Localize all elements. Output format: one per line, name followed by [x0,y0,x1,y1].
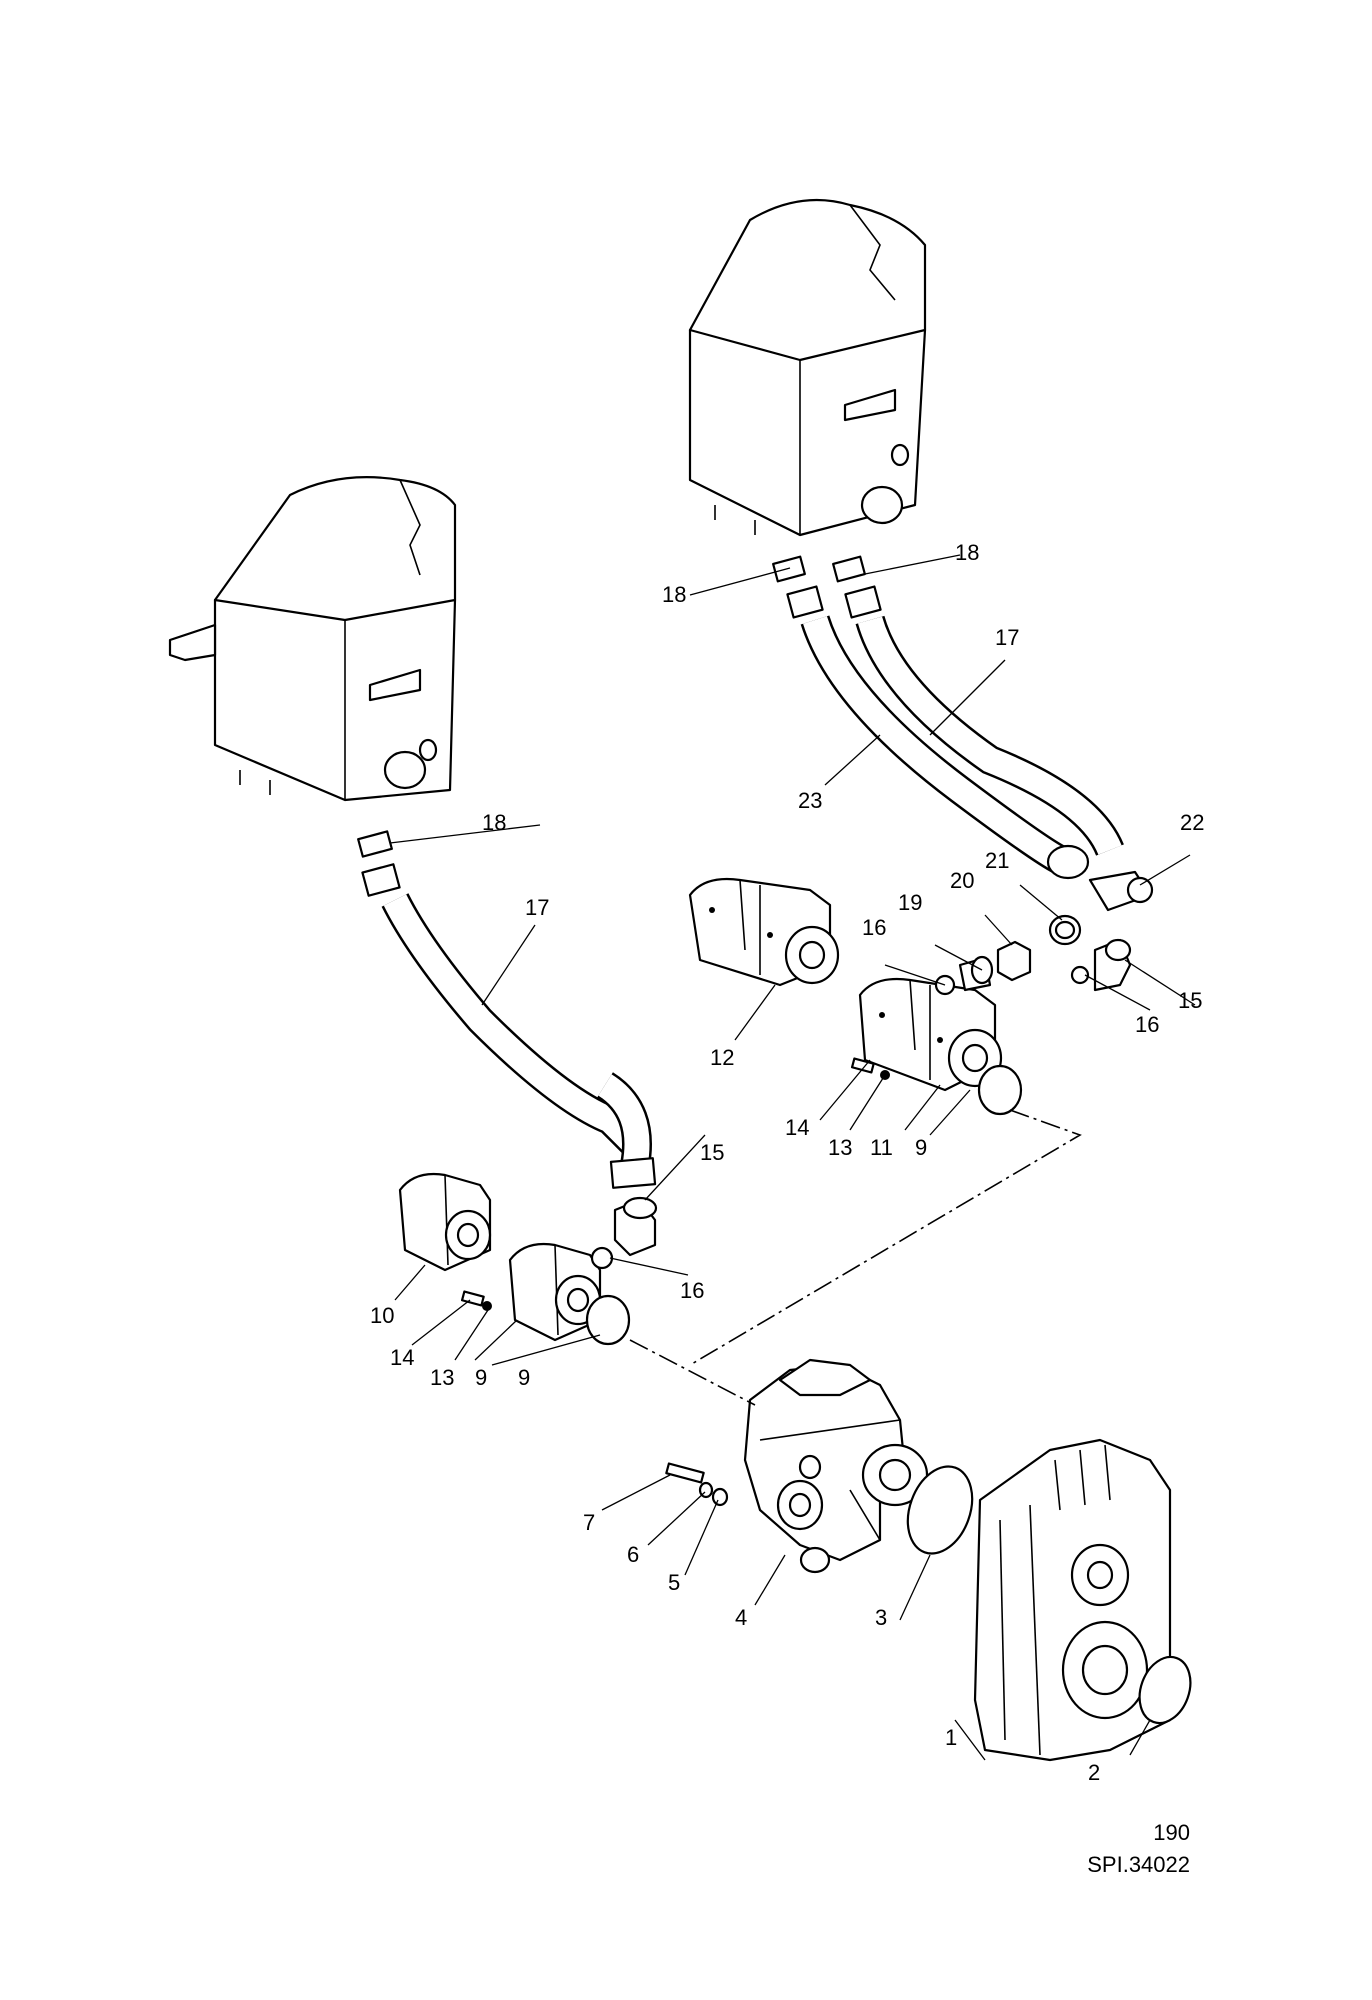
callout-16-right-lower: 16 [1135,1012,1159,1037]
right-hose-assembly [772,555,1154,912]
callout-14-right: 14 [785,1115,809,1140]
callout-13-left: 13 [430,1365,454,1390]
gear-pump-9 [508,1242,602,1342]
bolt-and-washers [665,1462,729,1507]
callout-10: 10 [370,1303,394,1328]
callout-7: 7 [583,1510,595,1535]
callout-1: 1 [945,1725,957,1750]
left-hydraulic-tank [168,476,457,802]
callout-15-left: 15 [700,1140,724,1165]
right-fittings [934,914,1132,996]
callout-6: 6 [627,1542,639,1567]
left-fittings [460,1057,1023,1346]
callout-17-left: 17 [525,895,549,920]
callout-9-left-pump: 9 [475,1365,487,1390]
leader-lines [389,554,1196,1761]
assembly-center-lines [629,1109,1082,1406]
callout-2: 2 [1088,1760,1100,1785]
main-hydraulic-pump [743,1358,929,1574]
callout-9-left-oring: 9 [518,1365,530,1390]
callout-18-left: 18 [482,810,506,835]
callout-19: 19 [898,890,922,915]
callout-4: 4 [735,1605,747,1630]
callout-12: 12 [710,1045,734,1070]
callout-18-right-right: 18 [955,540,979,565]
callout-14-left: 14 [390,1345,414,1370]
callout-5: 5 [668,1570,680,1595]
tandem-gear-pump-11 [858,977,1003,1092]
callout-17-right: 17 [995,625,1019,650]
o-ring-3 [906,1465,974,1555]
callout-9-right-oring: 9 [915,1135,927,1160]
callout-13-right: 13 [828,1135,852,1160]
callout-23: 23 [798,788,822,813]
callout-22: 22 [1180,810,1204,835]
callout-18-right-left: 18 [662,582,686,607]
callout-20: 20 [950,868,974,893]
callout-21: 21 [985,848,1009,873]
drawing-reference: SPI.34022 [1087,1852,1190,1877]
page-number: 190 [1153,1820,1190,1845]
diagram-footer: 190 SPI.34022 [1087,1820,1190,1877]
callout-labels: 1 2 3 4 5 6 7 9 9 9 10 11 12 13 13 14 14… [370,540,1204,1785]
seal-2 [1138,1655,1192,1725]
gearbox-housing [973,1438,1172,1762]
callout-16-left: 16 [680,1278,704,1303]
callout-11: 11 [870,1135,893,1160]
callout-3: 3 [875,1605,887,1630]
left-hose-assembly [357,830,657,1189]
right-hydraulic-tank [688,198,927,537]
callout-16-right-upper: 16 [862,915,886,940]
callout-15-right: 15 [1178,988,1202,1013]
tandem-gear-pump-12 [688,877,840,987]
gear-pump-10 [398,1172,492,1272]
